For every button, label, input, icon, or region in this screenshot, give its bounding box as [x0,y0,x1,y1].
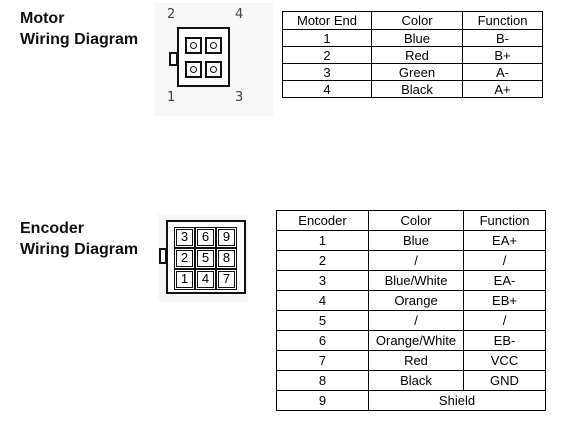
encoder-title-line1: Encoder [20,220,85,237]
motor-title-line1: Motor [20,10,65,27]
table-cell: Blue [368,230,464,251]
table-cell: 1 [282,29,372,47]
table-row: 9 Shield [276,390,546,411]
table-cell: B+ [462,46,543,64]
table-row: 3 Green A- [282,63,543,81]
motor-wiring-table: Motor End Color Function 1 Blue B- 2 Red… [282,11,543,98]
motor-pin-label-3: 3 [235,90,244,105]
motor-pin-label-1: 1 [167,90,176,105]
table-cell-merged: Shield [368,390,546,411]
table-cell: 4 [276,290,369,311]
table-cell: Blue [371,29,463,47]
table-cell: 2 [282,46,372,64]
encoder-title-line2: Wiring Diagram [20,241,139,258]
table-cell: Orange/White [368,330,464,351]
motor-pin-label-4: 4 [235,7,244,22]
table-row: 4 Black A+ [282,80,543,98]
encoder-pin-9: 9 [216,227,237,248]
motor-connector-housing [177,27,230,87]
table-cell: EA- [463,270,546,291]
encoder-pin-5: 5 [195,248,216,269]
table-cell: 2 [276,250,369,271]
motor-pin-label-2: 2 [167,7,176,22]
table-cell: EB- [463,330,546,351]
encoder-pin-3: 3 [174,227,195,248]
table-cell: 1 [276,230,369,251]
table-cell: 7 [276,350,369,371]
header-cell: Encoder [276,210,369,231]
table-row: 8 Black GND [276,370,546,391]
header-cell: Function [462,11,543,30]
motor-pin-3 [205,61,222,78]
table-cell: 8 [276,370,369,391]
table-cell: / [463,310,546,331]
table-cell: EA+ [463,230,546,251]
motor-pin-4 [205,37,222,54]
encoder-pin-7: 7 [216,269,237,290]
table-row: 4 Orange EB+ [276,290,546,311]
table-cell: VCC [463,350,546,371]
table-cell: Red [371,46,463,64]
table-row: 7 Red VCC [276,350,546,371]
table-row: 2 / / [276,250,546,271]
table-cell: 3 [276,270,369,291]
motor-pin-2 [185,37,202,54]
encoder-pin-4: 4 [195,269,216,290]
table-cell: A+ [462,80,543,98]
motor-connector-diagram: 2 4 1 3 [155,3,273,116]
table-header-row: Encoder Color Function [276,210,546,231]
header-cell: Motor End [282,11,372,30]
table-cell: 9 [276,390,369,411]
table-row: 3 Blue/White EA- [276,270,546,291]
header-cell: Function [463,210,546,231]
motor-pin-1 [185,61,202,78]
table-row: 6 Orange/White EB- [276,330,546,351]
header-cell: Color [371,11,463,30]
table-row: 1 Blue B- [282,29,543,47]
table-cell: / [368,250,464,271]
table-cell: 5 [276,310,369,331]
table-cell: Green [371,63,463,81]
encoder-pin-2: 2 [174,248,195,269]
table-cell: 6 [276,330,369,351]
table-cell: Orange [368,290,464,311]
table-row: 5 / / [276,310,546,331]
table-row: 1 Blue EA+ [276,230,546,251]
table-cell: Black [368,370,464,391]
header-cell: Color [368,210,464,231]
table-cell: B- [462,29,543,47]
encoder-wiring-table: Encoder Color Function 1 Blue EA+ 2 / / … [276,210,546,411]
motor-title: Motor Wiring Diagram [20,8,138,50]
table-cell: / [463,250,546,271]
table-header-row: Motor End Color Function [282,11,543,30]
table-cell: Red [368,350,464,371]
table-cell: Blue/White [368,270,464,291]
table-cell: GND [463,370,546,391]
encoder-pin-6: 6 [195,227,216,248]
encoder-connector-diagram: 3 6 9 2 5 8 1 4 7 [158,214,248,302]
table-row: 2 Red B+ [282,46,543,64]
encoder-pin-1: 1 [174,269,195,290]
table-cell: A- [462,63,543,81]
encoder-title: Encoder Wiring Diagram [20,218,138,260]
table-cell: / [368,310,464,331]
table-cell: 4 [282,80,372,98]
table-cell: EB+ [463,290,546,311]
table-cell: Black [371,80,463,98]
encoder-pin-8: 8 [216,248,237,269]
encoder-connector-housing: 3 6 9 2 5 8 1 4 7 [166,220,246,294]
table-cell: 3 [282,63,372,81]
motor-title-line2: Wiring Diagram [20,31,139,48]
